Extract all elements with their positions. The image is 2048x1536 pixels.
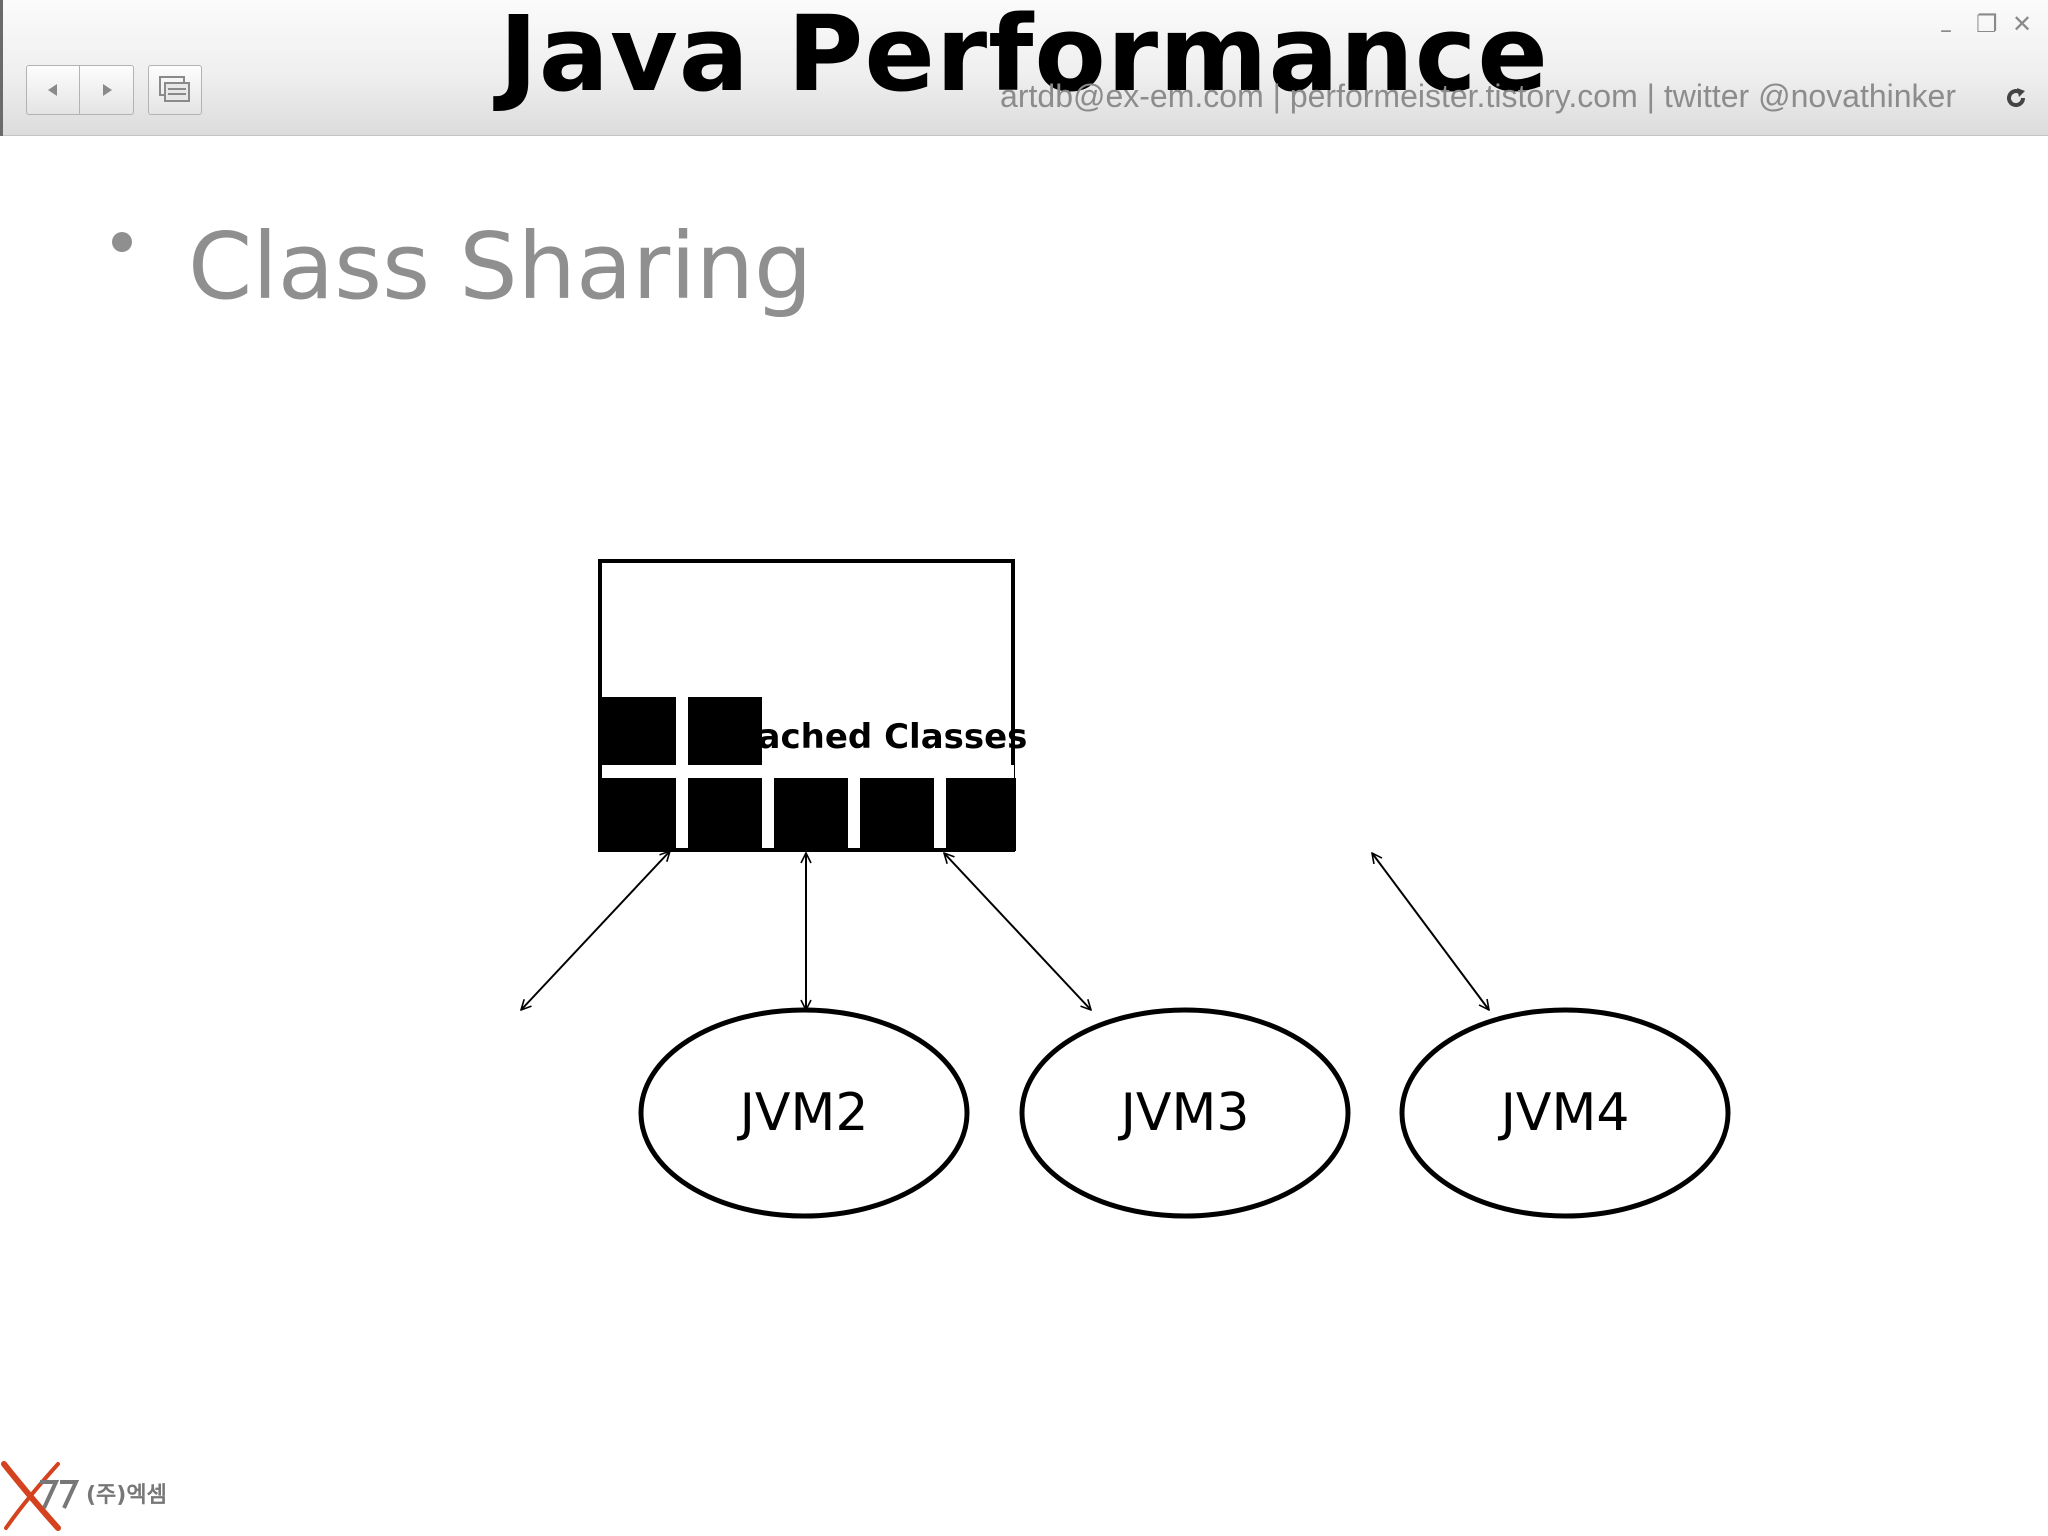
bullet-dot [112,232,132,252]
class-block-gap [602,765,1014,778]
class-block [860,778,934,851]
back-button[interactable] [26,65,80,115]
refresh-icon[interactable] [2004,86,2028,110]
forward-button[interactable] [80,65,134,115]
close-button[interactable]: ✕ [2012,10,2033,38]
window-edge [0,0,3,136]
cached-classes-label: Cached Classes [733,717,1028,757]
sharing-arrows [521,851,1489,1010]
window-toolbar: Java Performance artdb@ex-em.com | perfo… [0,0,2048,136]
jvm-ellipse [638,1007,970,1219]
arrow-jvm3 [944,853,1091,1010]
class-blocks [602,697,1016,851]
jvm-node: JVM2 [638,1007,970,1219]
jvm-ellipse [1019,1007,1351,1219]
jvm-label: JVM4 [1498,1083,1630,1143]
slides-view-button[interactable] [148,65,202,115]
jvm-label: JVM3 [1118,1083,1250,1143]
minimize-button[interactable]: – [1940,16,1952,44]
slides-icon [159,76,190,102]
jvm-label: JVM2 [737,1083,869,1143]
maximize-button[interactable]: ❐ [1976,10,1998,38]
class-block [946,778,1016,851]
jvm-node: JVM4 [1399,1007,1731,1219]
right-triangle-icon [102,84,112,96]
slide-title: Java Performance [499,0,1549,115]
contact-info: artdb@ex-em.com | performeister.tistory.… [1000,78,1956,114]
logo-text: (주)엑셈 [86,1483,167,1508]
jvm-node: JVM3 [1019,1007,1351,1219]
company-logo: (주)엑셈 [1,1461,167,1531]
class-block [774,778,848,851]
arrow-jvm4 [1372,853,1489,1010]
arrow-jvm1 [521,851,670,1010]
jvm-ellipse [1399,1007,1731,1219]
bullet-text: Class Sharing [188,213,813,320]
left-triangle-icon [48,84,57,96]
